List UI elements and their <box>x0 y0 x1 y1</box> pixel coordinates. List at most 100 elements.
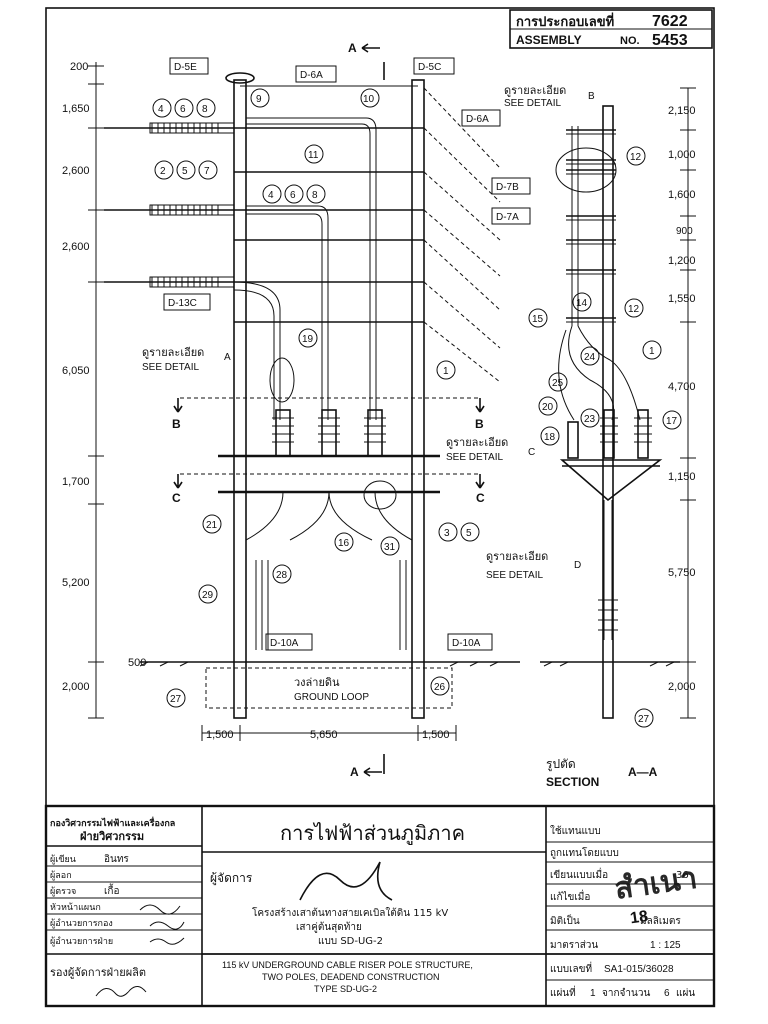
left-dim-7: 5,200 <box>62 577 90 589</box>
callout-468b-2: 6 <box>290 190 296 201</box>
copy-stamp: สำเนา <box>613 861 700 907</box>
mark-b-left: B <box>172 417 181 431</box>
ground-loop <box>205 667 453 709</box>
left-dim-6: 1,700 <box>62 476 90 488</box>
right-dim-9: 5,750 <box>668 567 696 579</box>
assembly-number-1: 7622 <box>652 13 688 30</box>
callout-16: 16 <box>338 538 350 549</box>
signature-deputy <box>95 986 147 997</box>
mark-c-left: C <box>172 491 181 505</box>
left-dim-5: 6,050 <box>62 365 90 377</box>
assembly-no-label: NO. <box>620 35 640 47</box>
mark-a-detail: A <box>224 352 231 363</box>
see-detail-c-thai: ดูรายละเอียด <box>446 436 508 449</box>
callout-15: 15 <box>532 314 544 325</box>
callout-29: 29 <box>202 590 214 601</box>
section-label-thai: รูปตัด <box>546 757 576 772</box>
callout-10: 10 <box>363 94 375 105</box>
callout-27-front: 27 <box>170 694 182 705</box>
see-detail-notes: ดูรายละเอียด SEE DETAIL ดูรายละเอียด SEE… <box>142 84 566 581</box>
guy-wires <box>423 87 501 383</box>
drawing-no-label: แบบเลขที่ <box>550 961 592 975</box>
left-pole <box>233 79 247 719</box>
mark-a-bottom: A <box>350 765 359 779</box>
front-elevation <box>104 62 520 774</box>
callout-18: 18 <box>544 432 556 443</box>
mark-c-right: C <box>476 491 485 505</box>
callout-31: 31 <box>384 542 396 553</box>
ref-d13c: D-13C <box>168 298 197 309</box>
mark-b-right: B <box>475 417 484 431</box>
sheet-unit: แผ่น <box>676 988 695 999</box>
callout-12b: 12 <box>628 304 640 315</box>
left-row-1-label: ผู้เขียน <box>50 854 76 865</box>
title-en-2: TWO POLES, DEADEND CONSTRUCTION <box>262 972 440 982</box>
see-detail-b-en: SEE DETAIL <box>504 98 561 109</box>
left-dim-8: 500 <box>128 657 146 669</box>
ref-d7a: D-7A <box>496 212 519 223</box>
callout-468b-1: 4 <box>268 190 274 201</box>
right-pole <box>411 79 425 719</box>
callout-17: 17 <box>666 416 678 427</box>
ref-d5c: D-5C <box>418 62 441 73</box>
right-dim-4: 900 <box>676 226 693 237</box>
callout-11: 11 <box>308 150 319 161</box>
sheet-label: แผ่นที่ <box>550 985 576 999</box>
left-dim-3: 2,600 <box>62 165 90 177</box>
right-row-3-value: 36 <box>676 870 689 881</box>
assembly-label-en: ASSEMBLY <box>516 33 582 47</box>
right-row-6-label: มาตราส่วน <box>550 940 598 951</box>
callout-468a-1: 4 <box>158 104 164 115</box>
callout-468a-3: 8 <box>202 104 208 115</box>
see-detail-b-thai: ดูรายละเอียด <box>504 84 566 97</box>
right-dim-8: 1,150 <box>668 471 696 483</box>
section-view <box>540 105 680 719</box>
right-row-3-label: เขียนแบบเมื่อ <box>550 867 608 881</box>
callout-24: 24 <box>584 352 596 363</box>
ref-d6a-top: D-6A <box>300 70 323 81</box>
right-rows: ใช้แทนแบบ ถูกแทนโดยแบบ เขียนแบบเมื่อ 36 … <box>546 825 714 951</box>
callout-26: 26 <box>434 682 446 693</box>
ref-d5e: D-5E <box>174 62 197 73</box>
callout-28: 28 <box>276 570 288 581</box>
assembly-label-thai: การประกอบเลขที่ <box>516 12 614 30</box>
see-detail-d-thai: ดูรายละเอียด <box>486 550 548 563</box>
left-dim-2: 1,650 <box>62 103 90 115</box>
org-name: การไฟฟ้าส่วนภูมิภาค <box>280 821 465 846</box>
right-row-6-value: 1 : 125 <box>650 940 681 951</box>
crossarms <box>104 127 440 494</box>
callout-27-section: 27 <box>638 714 650 725</box>
sheet-no: 1 <box>590 988 596 999</box>
see-detail-c-en: SEE DETAIL <box>446 452 503 463</box>
right-row-1-label: ใช้แทนแบบ <box>550 825 601 837</box>
left-row-6-label: ผู้อำนวยการฝ่าย <box>50 936 113 947</box>
section-label-en: SECTION <box>546 775 599 789</box>
callout-257-3: 7 <box>204 166 210 177</box>
section-label-aa: A—A <box>628 765 658 779</box>
callout-468b-3: 8 <box>312 190 318 201</box>
callout-12a: 12 <box>630 152 642 163</box>
see-detail-d-en: SEE DETAIL <box>486 570 543 581</box>
ground-loop-en: GROUND LOOP <box>294 692 369 703</box>
left-row-2-label: ผู้ลอก <box>50 870 72 881</box>
right-row-4-label: แก้ไขเมื่อ <box>550 889 590 903</box>
right-row-2-label: ถูกแทนโดยแบบ <box>550 846 619 859</box>
bottom-dimensions: 1,500 5,650 1,500 <box>201 725 457 741</box>
callout-35-2: 5 <box>466 528 472 539</box>
section-markers: A A B B C C B C D A <box>172 41 595 779</box>
left-dim-1: 200 <box>70 61 88 73</box>
right-dim-6: 1,550 <box>668 293 696 305</box>
right-row-5-value: มิลลิเมตร <box>640 916 681 927</box>
left-row-5-label: ผู้อำนวยการกอง <box>50 918 113 929</box>
title-thai-3: แบบ SD-UG-2 <box>318 936 383 947</box>
insulator-strings <box>149 122 235 288</box>
detail-ellipse-c <box>363 480 397 510</box>
detail-ellipse-a <box>269 357 295 403</box>
left-dim-9: 2,000 <box>62 681 90 693</box>
sheet-total-label: จากจำนวน <box>602 988 650 999</box>
bottom-dim-1: 1,500 <box>206 729 234 741</box>
right-dimensions: 2,150 1,000 1,600 900 1,200 1,550 4,700 … <box>668 87 696 719</box>
callout-21: 21 <box>206 520 218 531</box>
callout-257-2: 5 <box>182 166 188 177</box>
